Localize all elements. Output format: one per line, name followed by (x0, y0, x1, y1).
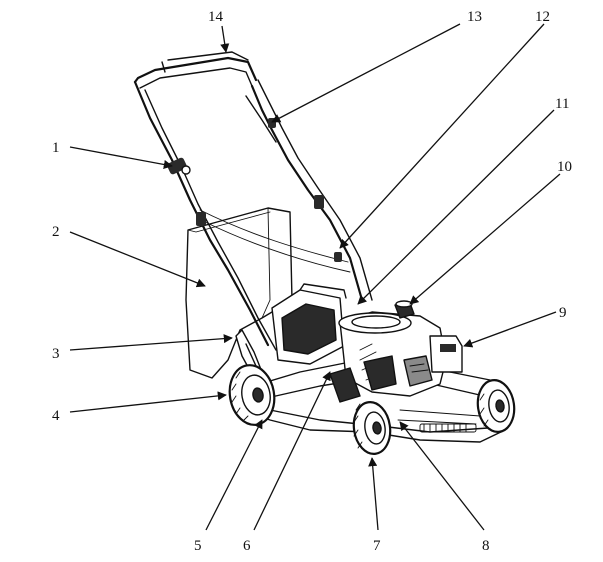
rear-deflector (271, 283, 347, 365)
grass-bag (185, 207, 293, 379)
callout-9: 9 (559, 305, 567, 321)
leader-8 (399, 421, 485, 531)
callout-3: 3 (52, 346, 60, 362)
callout-11: 11 (555, 96, 569, 112)
callout-13: 13 (467, 9, 482, 25)
callout-10: 10 (557, 159, 572, 175)
leader-11 (357, 109, 555, 305)
leader-5 (205, 419, 263, 531)
callout-5: 5 (194, 538, 202, 554)
leader-1 (69, 146, 173, 169)
front-right-wheel (476, 379, 516, 433)
leader-14 (220, 25, 230, 53)
callout-4: 4 (52, 408, 60, 424)
callout-2: 2 (52, 224, 60, 240)
leader-12 (339, 23, 545, 249)
callout-labels: 1 2 3 4 5 6 7 8 9 10 11 12 13 14 (52, 9, 572, 554)
drive-cover (329, 367, 361, 403)
callout-7: 7 (373, 538, 381, 554)
leader-3 (69, 334, 233, 351)
leader-13 (271, 23, 461, 123)
engine (338, 300, 463, 397)
lawn-mower-illustration (133, 51, 516, 455)
leader-6 (253, 371, 331, 531)
leader-10 (409, 173, 561, 305)
leader-2 (69, 231, 206, 288)
callout-12: 12 (535, 9, 550, 25)
leader-lines (69, 23, 561, 531)
leader-4 (69, 391, 227, 413)
leader-9 (463, 311, 557, 348)
callout-14: 14 (208, 9, 224, 25)
front-wheel (352, 401, 392, 455)
leader-7 (368, 457, 379, 531)
callout-1: 1 (52, 140, 60, 156)
callout-8: 8 (482, 538, 490, 554)
callout-6: 6 (243, 538, 251, 554)
rear-wheel (228, 364, 276, 426)
handle (133, 51, 373, 351)
